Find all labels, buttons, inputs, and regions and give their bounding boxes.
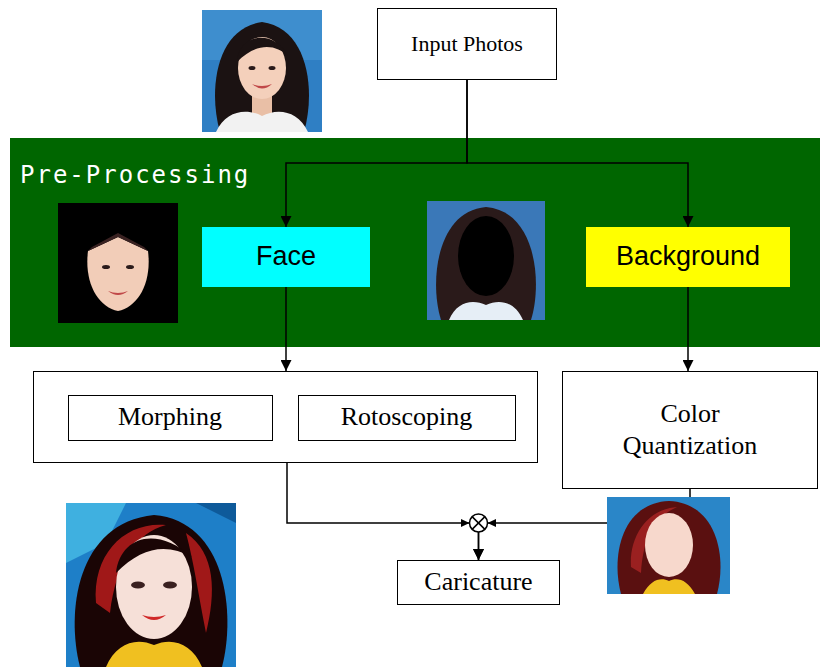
hair xyxy=(617,501,720,594)
face xyxy=(116,535,192,639)
fringe xyxy=(237,38,288,62)
flow-arrow xyxy=(285,287,287,371)
circle xyxy=(470,514,488,532)
face xyxy=(645,513,693,577)
shirt xyxy=(449,302,523,320)
input-box: Input Photos xyxy=(377,8,557,80)
hair xyxy=(215,22,309,132)
color-patch xyxy=(196,503,236,523)
mouth xyxy=(108,291,128,295)
image-background xyxy=(607,497,730,594)
group-box: Morphing Rotoscoping xyxy=(33,371,538,463)
mask-background xyxy=(58,203,178,323)
hair xyxy=(436,207,536,320)
box-label: Face xyxy=(256,240,316,274)
caricature-image xyxy=(66,503,236,667)
fringe xyxy=(116,538,192,573)
box-label: Morphing xyxy=(118,401,222,434)
flow-arrow xyxy=(687,287,689,371)
eye xyxy=(126,265,134,269)
hairline xyxy=(88,233,148,251)
flow-arrow xyxy=(287,463,479,560)
lips xyxy=(142,615,166,620)
eye xyxy=(269,66,276,70)
process-box: Morphing xyxy=(68,395,273,441)
mouth xyxy=(252,84,272,89)
box-label: Input Photos xyxy=(411,30,523,58)
eye xyxy=(249,66,256,70)
box-label: Color Quantization xyxy=(610,398,770,463)
output-box: Caricature xyxy=(397,560,560,605)
background-image xyxy=(427,201,545,320)
process-box: Color Quantization xyxy=(562,371,818,489)
shirt xyxy=(216,112,308,132)
process-box: Background xyxy=(586,227,790,287)
arrowhead xyxy=(461,519,470,527)
process-box: Face xyxy=(202,227,370,287)
face-hole xyxy=(458,216,514,296)
face xyxy=(87,237,148,311)
eye xyxy=(163,582,177,589)
process-box: Rotoscoping xyxy=(298,395,516,441)
image-background xyxy=(66,503,236,667)
eye xyxy=(102,265,110,269)
stage-heading: Pre-Processing xyxy=(20,160,250,190)
multiply-symbol xyxy=(461,514,496,532)
photo-background xyxy=(427,201,545,320)
box-label: Caricature xyxy=(424,566,532,599)
box-label: Rotoscoping xyxy=(341,401,472,434)
cross-line xyxy=(472,517,485,530)
arrowhead xyxy=(488,519,497,527)
input-photo xyxy=(202,10,322,132)
collar xyxy=(643,579,695,594)
eye xyxy=(131,582,145,589)
box-label: Background xyxy=(616,240,760,274)
photo-background xyxy=(202,10,322,132)
face-image xyxy=(58,203,178,323)
cross-line xyxy=(472,517,485,530)
quantized-image xyxy=(607,497,730,594)
scarf xyxy=(106,642,202,667)
hair xyxy=(75,515,228,667)
